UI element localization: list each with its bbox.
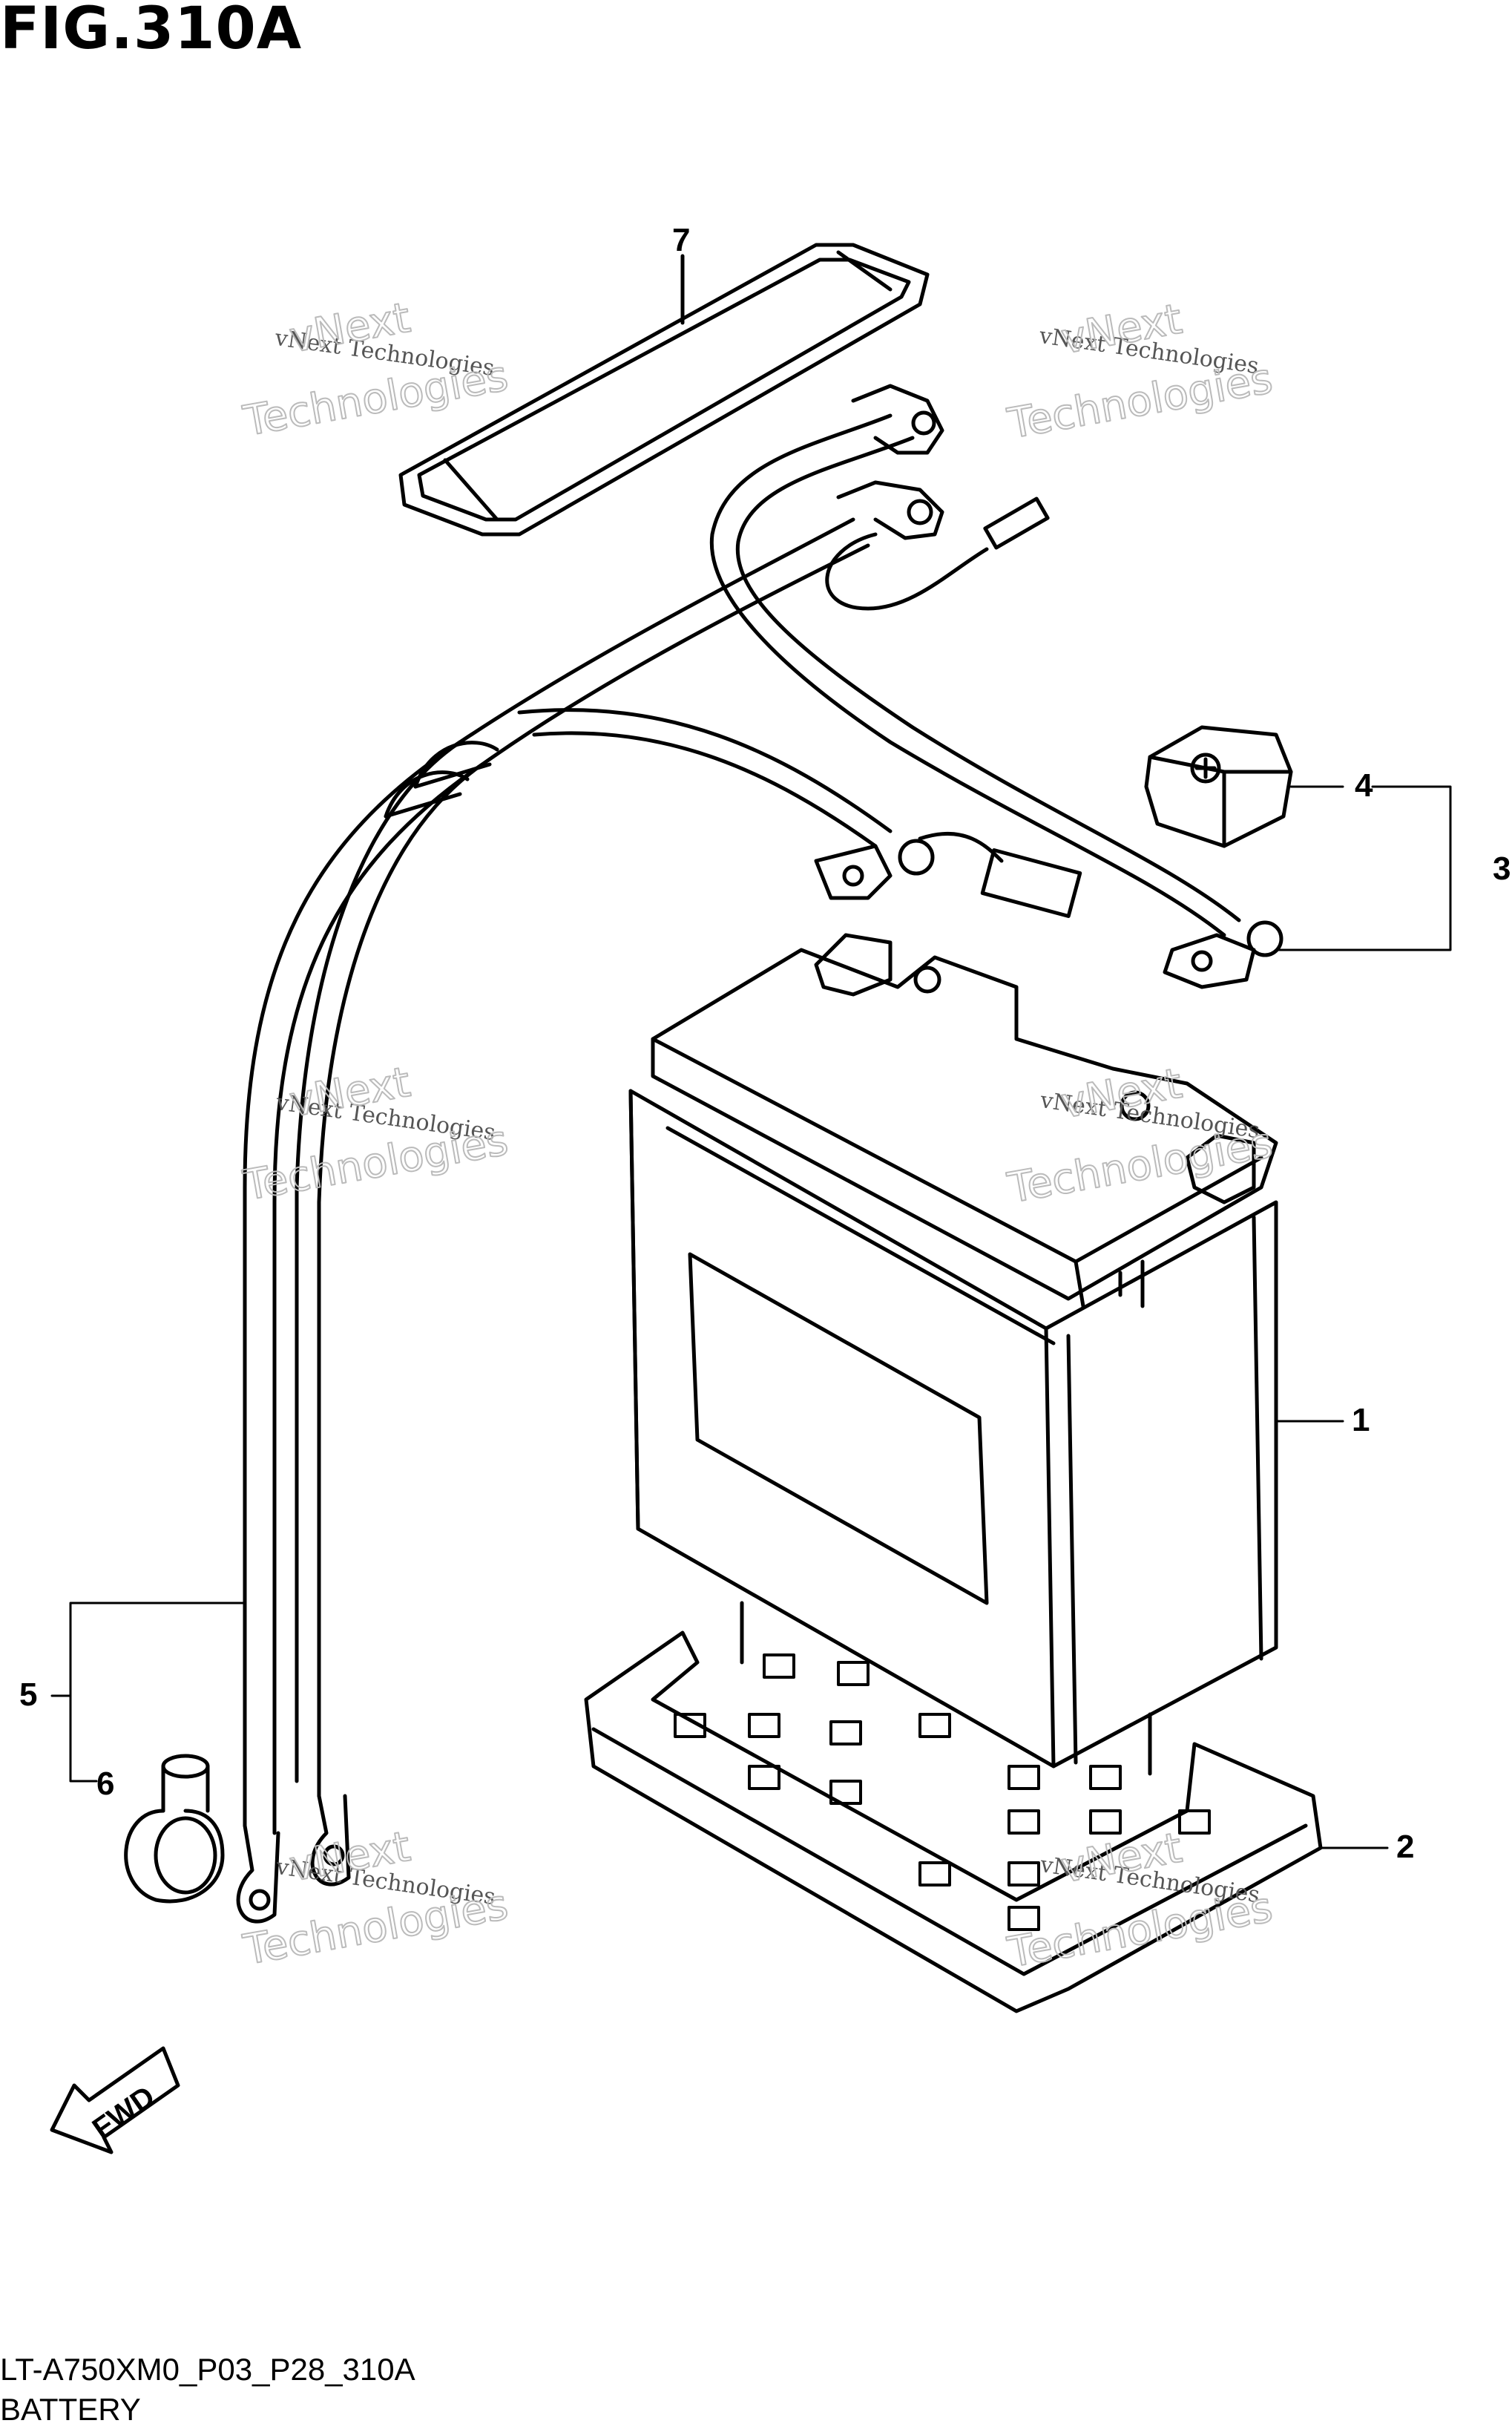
svg-text:Technologies: Technologies xyxy=(1004,1884,1276,1978)
figure-title: FIG.310A xyxy=(0,0,303,62)
callout-1: 1 xyxy=(1352,1402,1370,1438)
svg-text:Technologies: Technologies xyxy=(240,352,512,446)
terminal-boot xyxy=(124,1754,225,1904)
cable-harness xyxy=(236,384,1283,1924)
fwd-label: FWD xyxy=(87,2080,161,2146)
callout-3: 3 xyxy=(1493,850,1511,887)
svg-text:Technologies: Technologies xyxy=(240,1116,512,1210)
leader-lines xyxy=(50,785,1452,1849)
terminal-cover xyxy=(1144,725,1293,848)
battery xyxy=(628,933,1278,1769)
callout-5: 5 xyxy=(19,1676,37,1713)
callout-6: 6 xyxy=(96,1766,114,1802)
watermark-2b: vNext Technologies xyxy=(1003,295,1277,450)
watermark-4b: vNext Technologies xyxy=(1003,1059,1277,1214)
figure-code: LT-A750XM0_P03_P28_310A xyxy=(0,2352,415,2387)
callout-2: 2 xyxy=(1396,1829,1414,1865)
fwd-arrow-icon: FWD xyxy=(50,2046,180,2154)
svg-text:Technologies: Technologies xyxy=(240,1881,512,1975)
callout-7: 7 xyxy=(672,222,690,258)
svg-text:Technologies: Technologies xyxy=(1004,355,1276,449)
watermark-6b: vNext Technologies xyxy=(1003,1823,1277,1979)
battery-tray xyxy=(584,1601,1323,2013)
callout-4: 4 xyxy=(1355,767,1373,804)
battery-strap xyxy=(398,243,930,537)
figure-name: BATTERY xyxy=(0,2392,141,2427)
